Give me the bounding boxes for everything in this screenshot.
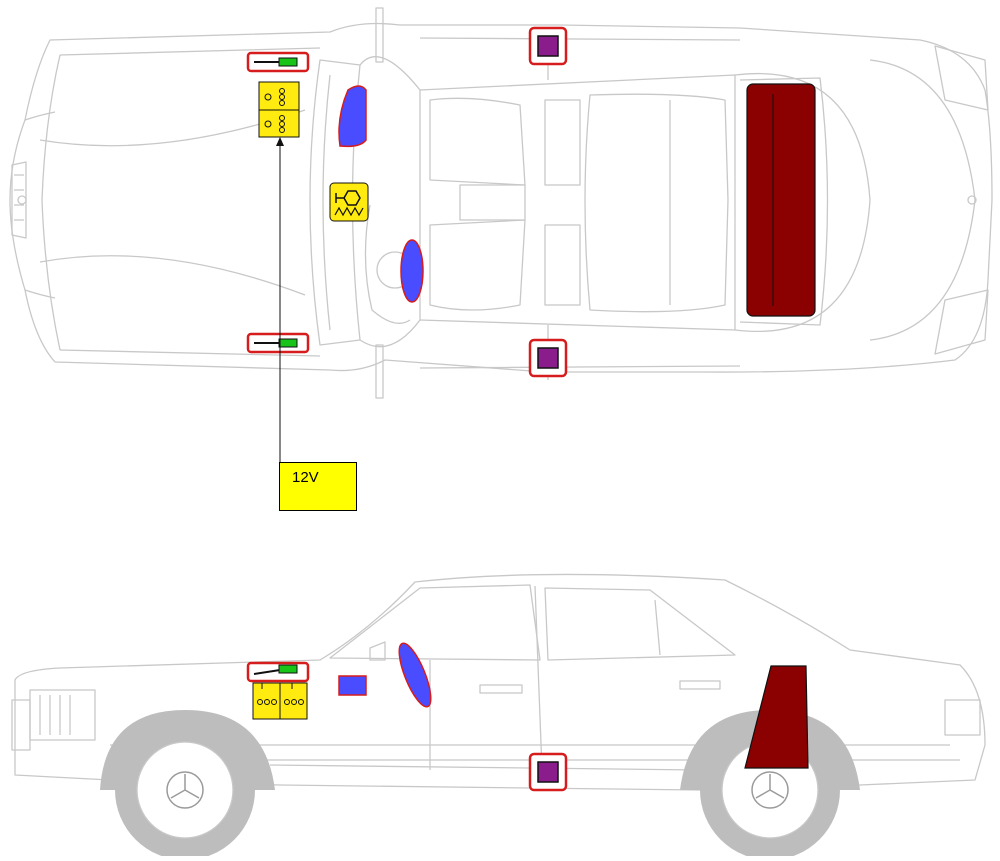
- airbag-icon: [400, 239, 424, 303]
- battery-voltage-label: 12V: [279, 462, 357, 511]
- battery-icon: [258, 81, 300, 138]
- side-view-wheels: [100, 710, 860, 860]
- rear-window-icon: [746, 83, 816, 317]
- gas-strut-icon: [246, 661, 310, 683]
- airbag-icon: [338, 675, 367, 696]
- rear-window-icon: [744, 665, 809, 769]
- gas-strut-icon: [246, 51, 310, 73]
- gas-strut-icon: [246, 332, 310, 354]
- battery-pointer-line: [276, 137, 284, 462]
- gas-generator-icon: [329, 182, 369, 222]
- reinforcement-icon: [528, 338, 568, 378]
- reinforcement-icon: [528, 752, 568, 792]
- top-view-car-outline: [9, 7, 993, 399]
- reinforcement-icon: [528, 26, 568, 66]
- battery-icon: [252, 682, 308, 720]
- airbag-icon: [398, 642, 432, 708]
- airbag-icon: [338, 85, 367, 148]
